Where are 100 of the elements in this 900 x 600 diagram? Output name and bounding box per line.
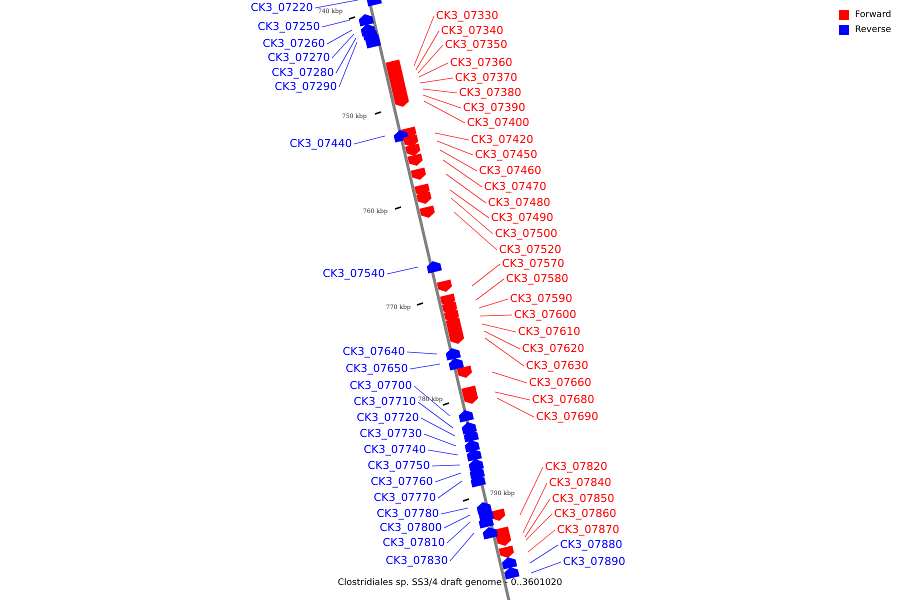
gene-label: CK3_07570 <box>502 257 564 270</box>
leader-line <box>332 34 354 58</box>
leader-line <box>524 498 550 538</box>
leader-line <box>476 278 504 300</box>
gene-label: CK3_07390 <box>463 101 526 114</box>
gene-label: CK3_07800 <box>380 521 442 534</box>
gene-label: CK3_07740 <box>364 443 426 456</box>
gene-label: CK3_07260 <box>262 37 325 50</box>
leader-line <box>492 372 528 384</box>
leader-line <box>530 544 558 564</box>
leader-line <box>420 78 454 84</box>
leader-line <box>522 482 548 534</box>
gene-label: CK3_07630 <box>526 359 588 372</box>
gene-label: CK3_07470 <box>484 180 546 193</box>
leader-line <box>424 434 456 446</box>
gene-label: CK3_07660 <box>529 376 592 389</box>
leader-line <box>442 160 482 188</box>
leader-line <box>528 530 556 552</box>
gene-label: CK3_07400 <box>467 116 530 129</box>
gene-label: CK3_07580 <box>506 272 568 285</box>
leader-line <box>440 508 468 514</box>
gene-label: CK3_07620 <box>522 342 584 355</box>
leader-line <box>418 62 448 78</box>
gene-label: CK3_07380 <box>459 86 522 99</box>
leader-line <box>322 20 350 28</box>
gene-label: CK3_07370 <box>455 71 518 84</box>
leader-line <box>418 44 444 74</box>
leader-line <box>326 30 352 44</box>
leader-line <box>494 392 530 400</box>
leader-line <box>454 212 498 250</box>
gene-label: CK3_07610 <box>518 325 580 338</box>
gene-label: CK3_07350 <box>445 38 508 51</box>
gene-label: CK3_07830 <box>386 554 448 567</box>
leader-line <box>434 132 470 140</box>
leader-line <box>354 136 386 144</box>
gene-label: CK3_07540 <box>322 267 385 280</box>
gene-label: CK3_07440 <box>290 137 352 150</box>
leader-line <box>446 522 470 544</box>
leader-line <box>422 94 462 108</box>
gene-label: CK3_07720 <box>356 411 419 424</box>
legend-label: Reverse <box>855 25 892 36</box>
leader-line <box>414 16 434 66</box>
gene-label: CK3_07650 <box>346 362 408 375</box>
leader-line <box>450 532 474 562</box>
leader-line <box>482 324 516 332</box>
leader-line <box>496 398 534 418</box>
gene-label: CK3_07840 <box>549 476 612 489</box>
gene-label: CK3_07340 <box>441 24 504 37</box>
gene-label: CK3_07680 <box>532 393 594 406</box>
leader-line <box>520 466 544 516</box>
leader-line <box>530 562 562 574</box>
leader-line <box>414 386 450 416</box>
gene-label: CK3_07280 <box>272 66 334 79</box>
leader-line <box>436 140 474 156</box>
leader-line <box>484 330 520 350</box>
gene-label: CK3_07270 <box>268 51 330 64</box>
gene-label: CK3_07290 <box>274 80 337 93</box>
gene-label: CK3_07460 <box>479 164 542 177</box>
leader-line <box>422 88 458 94</box>
leader-line <box>438 480 462 498</box>
gene-label: CK3_07330 <box>436 9 498 22</box>
leader-line <box>434 472 462 482</box>
legend-label: Forward <box>855 10 892 21</box>
gene-label: CK3_07360 <box>450 56 512 69</box>
gene-label: CK3_07250 <box>258 20 320 33</box>
gene-label: CK3_07760 <box>370 475 433 488</box>
leader-line <box>418 402 454 428</box>
leader-line <box>484 338 524 366</box>
gene-label: CK3_07450 <box>475 148 538 161</box>
gene-label: CK3_07710 <box>354 395 416 408</box>
gene-label: CK3_07600 <box>514 308 576 321</box>
gene-label: CK3_07730 <box>360 427 422 440</box>
gene-label: CK3_07870 <box>557 523 620 536</box>
leader-line <box>446 174 486 204</box>
gene-label: CK3_07420 <box>471 133 534 146</box>
leader-line <box>410 364 440 370</box>
gene-label: CK3_07890 <box>563 555 626 568</box>
gene-label: CK3_07860 <box>554 507 616 520</box>
caption: Clostridiales sp. SS3/4 draft genome - 0..3601020 <box>338 578 562 589</box>
gene-label: CK3_07820 <box>545 460 608 473</box>
leader-line <box>526 514 552 540</box>
gene-label: CK3_07690 <box>536 410 598 423</box>
gene-label: CK3_07490 <box>491 211 554 224</box>
leader-line <box>338 42 358 88</box>
leader-line <box>472 264 500 286</box>
gene-label: CK3_07500 <box>495 227 558 240</box>
gene-label: CK3_07700 <box>350 379 412 392</box>
leader-line <box>440 150 478 172</box>
gene-label: CK3_07750 <box>368 459 430 472</box>
gene-label: CK3_07770 <box>374 491 436 504</box>
leader-line <box>386 266 418 274</box>
gene-label: CK3_07850 <box>552 492 614 505</box>
gene-label: CK3_07480 <box>488 196 550 209</box>
gene-label: CK3_07810 <box>382 536 445 549</box>
gene-label: CK3_07880 <box>560 538 622 551</box>
leader-line <box>478 298 508 308</box>
leader-line <box>406 352 438 354</box>
leader-line <box>450 198 494 234</box>
gene-label: CK3_07640 <box>342 345 405 358</box>
gene-label: CK3_07520 <box>499 243 562 256</box>
